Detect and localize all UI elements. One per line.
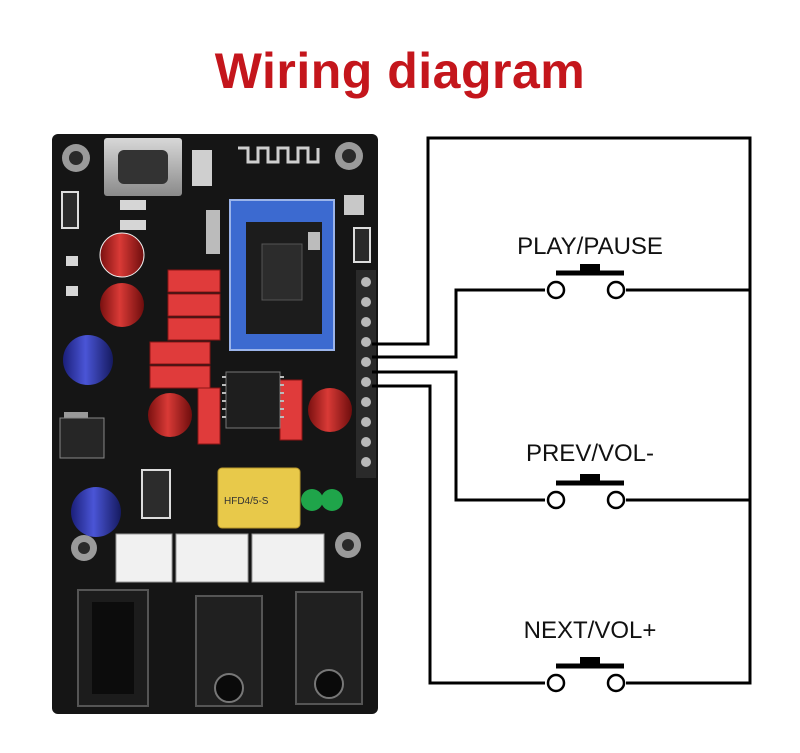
dac-chip	[222, 371, 284, 429]
relay: HFD4/5-S	[217, 467, 301, 529]
capacitor-blue	[71, 487, 121, 537]
capacitor-red	[148, 393, 192, 437]
mounting-hole-bottom-left	[71, 535, 97, 561]
wire-common-top	[372, 136, 752, 346]
pin-header	[356, 270, 376, 478]
dc-power-jack	[77, 589, 149, 707]
wiring	[372, 136, 752, 685]
jst-connector	[115, 533, 173, 583]
button-play-pause: PLAY/PAUSE	[517, 233, 663, 300]
audio-jack	[195, 595, 263, 707]
capacitor-red	[99, 232, 145, 278]
bluetooth-module	[229, 199, 335, 351]
pcb-board: HFD4/5-S	[52, 134, 378, 714]
led-green	[301, 489, 323, 511]
antenna-connector	[344, 195, 364, 215]
relay-marking: HFD4/5-S	[224, 496, 269, 507]
audio-jack	[295, 591, 363, 705]
diagram-title: Wiring diagram	[214, 43, 586, 99]
wire-next-left	[372, 384, 545, 685]
capacitor-red	[100, 283, 144, 327]
jst-connector	[251, 533, 325, 583]
wire-prev-left	[372, 370, 545, 502]
antenna-trace	[238, 146, 320, 164]
wire-common-bottom	[626, 500, 752, 685]
button-prev-vol-down: PREV/VOL-	[526, 440, 654, 510]
inductor	[141, 469, 171, 519]
mounting-hole-bottom-right	[335, 532, 361, 558]
mounting-hole-top-left	[62, 144, 90, 172]
mounting-hole-top-right	[335, 142, 363, 170]
led-green	[321, 489, 343, 511]
usb-c-connector	[104, 138, 182, 196]
button-label: NEXT/VOL+	[524, 617, 657, 644]
button-label: PREV/VOL-	[526, 440, 654, 467]
film-capacitors	[149, 269, 303, 445]
capacitor-red	[308, 388, 352, 432]
button-next-vol-up: NEXT/VOL+	[524, 617, 657, 693]
voltage-regulator	[59, 417, 105, 459]
button-label: PLAY/PAUSE	[517, 233, 663, 260]
jst-connector	[175, 533, 249, 583]
wire-play-left	[372, 288, 545, 359]
capacitor-blue	[63, 335, 113, 385]
